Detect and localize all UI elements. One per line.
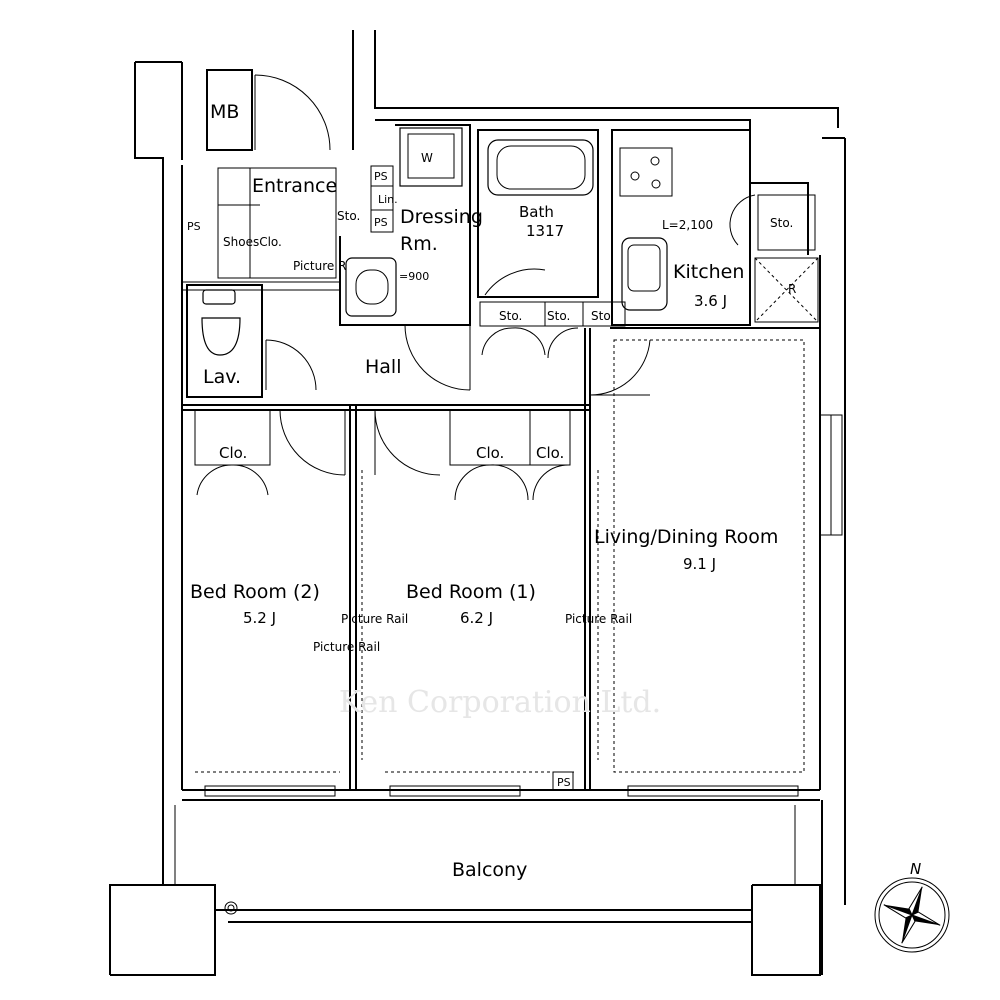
shoes-clo-label: ShoesClo. bbox=[223, 235, 282, 249]
interior-walls bbox=[182, 69, 843, 797]
picture-rail-living-label: Picture Rail bbox=[565, 612, 632, 626]
bed-room-1-size-label: 6.2 J bbox=[460, 609, 493, 627]
ps-bottom-label: PS bbox=[557, 776, 571, 789]
hall-label: Hall bbox=[365, 356, 402, 378]
mb-label: MB bbox=[210, 101, 239, 123]
clo-bed1-b-label: Clo. bbox=[536, 444, 564, 462]
compass: N bbox=[874, 860, 950, 953]
living-dining-size-label: 9.1 J bbox=[683, 555, 716, 573]
bed-room-2-size-label: 5.2 J bbox=[243, 609, 276, 627]
picture-rail-bed2-label: Picture Rail bbox=[341, 612, 408, 626]
watermark-text: Ken Corporation Ltd. bbox=[339, 685, 661, 720]
sto-hall-1-label: Sto. bbox=[499, 309, 522, 323]
clo-bed2-label: Clo. bbox=[219, 444, 247, 462]
kitchen-length-label: L=2,100 bbox=[662, 218, 713, 232]
kitchen-sto-label: Sto. bbox=[770, 216, 793, 230]
bed-room-1-label: Bed Room (1) bbox=[406, 581, 536, 603]
balcony-label: Balcony bbox=[452, 859, 527, 881]
compass-inner-ring bbox=[878, 881, 946, 949]
sto-entrance-label: Sto. bbox=[337, 209, 360, 223]
kitchen-label: Kitchen bbox=[673, 261, 744, 283]
living-dining-label: Living/Dining Room bbox=[594, 526, 778, 548]
fridge-label: R bbox=[788, 282, 796, 296]
picture-rail-bed1-label: Picture Rail bbox=[313, 640, 380, 654]
clo-bed1-a-label: Clo. bbox=[476, 444, 504, 462]
compass-north-label: N bbox=[910, 860, 921, 878]
lav-label: Lav. bbox=[203, 366, 241, 388]
kitchen-size-label: 3.6 J bbox=[694, 292, 727, 310]
width-900-label: =900 bbox=[399, 270, 429, 283]
washer-label: W bbox=[421, 151, 433, 165]
ps-top-label: PS bbox=[374, 170, 388, 183]
sto-hall-3-label: Sto. bbox=[591, 309, 614, 323]
dressing-rm-label: Rm. bbox=[400, 233, 438, 255]
compass-ring bbox=[874, 877, 950, 953]
room-labels: MB Entrance PS PS PS Lin. Sto. ShoesClo.… bbox=[187, 101, 796, 881]
bath-label: Bath bbox=[519, 203, 554, 221]
bed-room-2-label: Bed Room (2) bbox=[190, 581, 320, 603]
ps-left-label: PS bbox=[187, 220, 201, 233]
bath-size-label: 1317 bbox=[526, 222, 564, 240]
toilet-bowl bbox=[355, 269, 389, 305]
sto-hall-2-label: Sto. bbox=[547, 309, 570, 323]
ps-mid-label: PS bbox=[374, 216, 388, 229]
compass-rose-icon bbox=[883, 886, 941, 944]
toilet-fixture bbox=[345, 257, 397, 317]
picture-rail-entrance-label: Picture Rail bbox=[293, 259, 360, 273]
entrance-label: Entrance bbox=[252, 175, 337, 197]
lin-label: Lin. bbox=[378, 193, 398, 206]
dressing-label: Dressing bbox=[400, 206, 483, 228]
doors bbox=[196, 74, 756, 501]
